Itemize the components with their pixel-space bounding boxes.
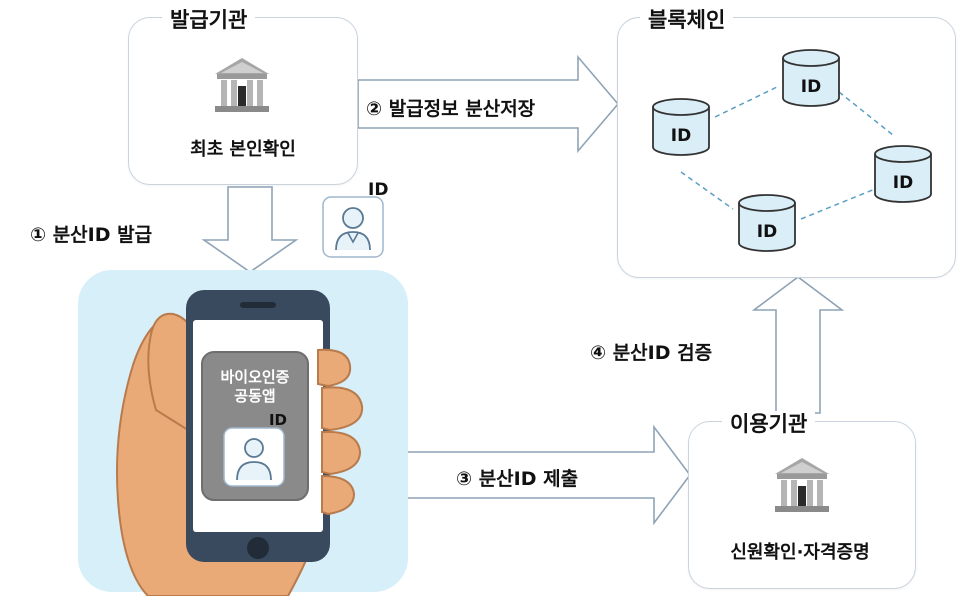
issuer-caption: 최초 본인확인 xyxy=(190,139,296,160)
network-link xyxy=(800,188,876,220)
id-card-label: ID xyxy=(368,180,389,200)
node-label: ID xyxy=(893,173,913,193)
network-link xyxy=(838,91,894,136)
database-icon: ID xyxy=(782,49,840,107)
app-title-line1: 바이오인증 xyxy=(220,368,289,386)
user-id-icon xyxy=(223,427,285,487)
app-id-label: ID xyxy=(269,411,287,429)
database-icon: ID xyxy=(652,98,710,156)
network-link xyxy=(714,86,778,118)
node-label: ID xyxy=(801,77,821,97)
bank-icon xyxy=(775,458,829,512)
verifier-caption: 신원확인·자격증명 xyxy=(730,542,870,563)
verifier-title: 이용기관 xyxy=(722,411,816,437)
blockchain-network: ID ID ID ID xyxy=(652,49,932,252)
arrow-issuer-to-phone xyxy=(201,186,299,273)
bank-icon xyxy=(215,58,269,112)
network-link xyxy=(680,171,734,210)
arrow-phone-to-verifier xyxy=(377,424,691,526)
arrow-verifier-to-blockchain xyxy=(751,276,845,414)
user-id-icon xyxy=(322,196,384,258)
database-icon: ID xyxy=(738,194,796,252)
arrow-issuer-to-blockchain xyxy=(357,54,620,154)
step3-label: ③ 분산ID 제출 xyxy=(456,468,579,490)
step1-label: ① 분산ID 발급 xyxy=(30,224,153,246)
app-title-line2: 공동앱 xyxy=(234,387,275,405)
step4-label: ④ 분산ID 검증 xyxy=(590,342,713,364)
issuer-title: 발급기관 xyxy=(162,7,256,33)
node-label: ID xyxy=(757,222,777,242)
node-label: ID xyxy=(671,126,691,146)
step2-label: ② 발급정보 분산저장 xyxy=(366,98,536,120)
smartphone-icon: 바이오인증 공동앱 ID xyxy=(116,290,364,596)
database-icon: ID xyxy=(874,145,932,203)
blockchain-title: 블록체인 xyxy=(640,7,734,33)
